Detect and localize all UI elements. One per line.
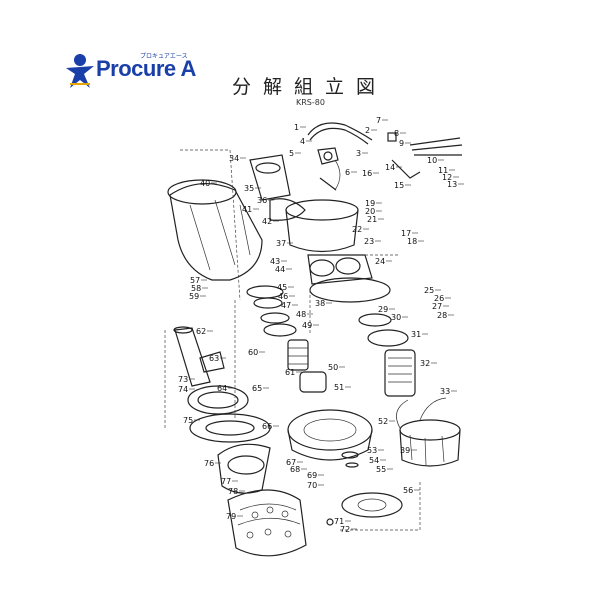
part-number-9: 9 (399, 139, 404, 148)
part-number-47: 47 (281, 301, 291, 310)
part-number-5: 5 (289, 149, 294, 158)
part-number-29: 29 (378, 305, 388, 314)
part-number-38: 38 (315, 299, 325, 308)
part-number-24: 24 (375, 257, 385, 266)
rotor-stator (358, 313, 461, 467)
part-number-49: 49 (302, 321, 312, 330)
part-number-11: 11 (438, 166, 448, 175)
part-number-72: 72 (340, 525, 350, 534)
part-number-44: 44 (275, 265, 285, 274)
part-number-23: 23 (364, 237, 374, 246)
part-number-37: 37 (276, 239, 286, 248)
part-number-26: 26 (434, 294, 444, 303)
part-number-59: 59 (189, 292, 199, 301)
pump-casing (173, 326, 307, 557)
part-number-15: 15 (394, 181, 404, 190)
part-number-58: 58 (191, 284, 201, 293)
part-number-39: 39 (400, 446, 410, 455)
part-number-10: 10 (427, 156, 437, 165)
part-number-45: 45 (277, 283, 287, 292)
part-number-71: 71 (334, 517, 344, 526)
part-number-20: 20 (365, 207, 375, 216)
part-number-21: 21 (367, 215, 377, 224)
part-number-14: 14 (385, 163, 395, 172)
part-number-7: 7 (376, 116, 381, 125)
part-number-4: 4 (300, 137, 305, 146)
part-number-13: 13 (447, 180, 457, 189)
brand-kana: プロキュアエース (140, 53, 188, 60)
part-number-62: 62 (196, 327, 206, 336)
part-number-6: 6 (345, 168, 350, 177)
part-number-12: 12 (442, 173, 452, 182)
motor-cover (167, 154, 306, 281)
part-number-36: 36 (257, 196, 267, 205)
part-number-63: 63 (209, 354, 219, 363)
part-number-69: 69 (307, 471, 317, 480)
part-number-65: 65 (252, 384, 262, 393)
part-number-22: 22 (352, 225, 362, 234)
part-number-56: 56 (403, 486, 413, 495)
brand-name: Procure A (96, 56, 196, 81)
part-number-76: 76 (204, 459, 214, 468)
part-number-53: 53 (367, 446, 377, 455)
brand-logo (66, 54, 94, 88)
part-number-51: 51 (334, 383, 344, 392)
part-number-28: 28 (437, 311, 447, 320)
part-number-68: 68 (290, 465, 300, 474)
part-number-75: 75 (183, 416, 193, 425)
part-number-8: 8 (394, 129, 399, 138)
part-number-61: 61 (285, 368, 295, 377)
part-number-31: 31 (411, 330, 421, 339)
star-figure-icon (66, 54, 94, 88)
part-number-16: 16 (362, 169, 372, 178)
part-number-27: 27 (432, 302, 442, 311)
part-number-40: 40 (200, 179, 210, 188)
assembly-guides (164, 149, 421, 531)
part-number-32: 32 (420, 359, 430, 368)
cable-assembly (307, 122, 463, 191)
seal-stack (246, 285, 327, 393)
part-number-48: 48 (296, 310, 306, 319)
part-number-41: 41 (242, 205, 252, 214)
model-number: KRS-80 (296, 98, 325, 107)
part-number-66: 66 (262, 422, 272, 431)
part-number-54: 54 (369, 456, 379, 465)
part-number-57: 57 (190, 276, 200, 285)
part-number-67: 67 (286, 458, 296, 467)
motor-frame (285, 199, 391, 303)
part-number-70: 70 (307, 481, 317, 490)
part-number-19: 19 (365, 199, 375, 208)
part-number-2: 2 (365, 126, 370, 135)
part-number-1: 1 (294, 123, 299, 132)
part-number-17: 17 (401, 229, 411, 238)
part-number-18: 18 (407, 237, 417, 246)
part-number-30: 30 (391, 313, 401, 322)
part-number-74: 74 (178, 385, 188, 394)
part-number-34: 34 (229, 154, 239, 163)
part-number-46: 46 (278, 292, 288, 301)
part-number-43: 43 (270, 257, 280, 266)
part-number-79: 79 (226, 512, 236, 521)
part-number-55: 55 (376, 465, 386, 474)
part-number-35: 35 (244, 184, 254, 193)
part-number-50: 50 (328, 363, 338, 372)
part-number-60: 60 (248, 348, 258, 357)
part-number-78: 78 (228, 487, 238, 496)
part-number-25: 25 (424, 286, 434, 295)
impeller-plate (287, 409, 403, 526)
part-number-77: 77 (221, 477, 231, 486)
part-number-52: 52 (378, 417, 388, 426)
page-title: 分解組立図 (232, 76, 388, 98)
part-number-73: 73 (178, 375, 188, 384)
part-number-42: 42 (262, 217, 272, 226)
part-number-64: 64 (217, 384, 227, 393)
part-number-3: 3 (356, 149, 361, 158)
part-number-33: 33 (440, 387, 450, 396)
